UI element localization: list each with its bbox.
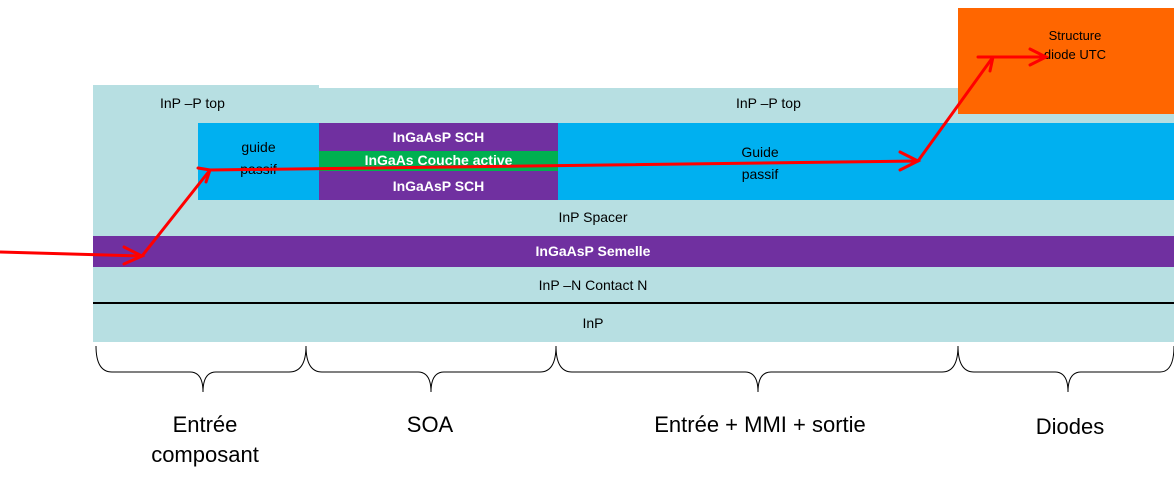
contact-layer (93, 267, 1174, 303)
spacer-label: InP Spacer (558, 209, 628, 225)
sch-bottom-label: InGaAsP SCH (392, 178, 485, 194)
light-path-arrow (0, 55, 1046, 258)
utc-diode-line2: diode UTC (1043, 47, 1107, 62)
active-label: InGaAs Couche active (364, 152, 513, 168)
guide-passif-left (198, 123, 319, 200)
section-entree-line2: composant (151, 442, 259, 467)
guide-passif-right-line1: Guide (741, 144, 779, 160)
section-entree-line1: Entrée (172, 412, 238, 437)
arrowhead-5 (1028, 47, 1050, 67)
arrowhead-1 (122, 245, 146, 266)
guide-passif-right-line2: passif (741, 166, 779, 182)
guide-passif-right-label: Guide passif (700, 141, 820, 185)
spacer-layer (93, 200, 1174, 236)
arrowhead-4 (976, 55, 995, 73)
arrowheads (122, 47, 1050, 266)
semelle-label: InGaAsP Semelle (535, 243, 651, 259)
section-entree-label: Entrée composant (120, 410, 290, 470)
brace-soa (305, 345, 557, 393)
brace-entree (95, 345, 307, 393)
utc-diode-structure (958, 8, 1174, 114)
substrate-label: InP (582, 315, 604, 331)
section-soa-label: SOA (406, 412, 454, 437)
section-diodes-label: Diodes (1035, 414, 1105, 439)
section-mmi-label: Entrée + MMI + sortie (654, 412, 866, 437)
semelle-layer (93, 236, 1174, 267)
section-braces (95, 345, 1174, 393)
contact-separator-line (93, 302, 1174, 304)
inp-p-top-left-label: InP –P top (160, 95, 225, 111)
brace-mmi (555, 345, 959, 393)
inp-p-top-right-label: InP –P top (736, 95, 801, 111)
guide-passif-left-line1: guide (241, 139, 276, 155)
sch-bottom-layer (319, 171, 558, 200)
sch-top-layer (319, 123, 558, 151)
contact-label: InP –N Contact N (538, 277, 648, 293)
arrowhead-2 (196, 166, 212, 184)
sch-top-label: InGaAsP SCH (392, 129, 485, 145)
utc-diode-label: Structure diode UTC (1010, 26, 1140, 64)
brace-diodes (957, 345, 1174, 393)
utc-diode-line1: Structure (1048, 28, 1102, 43)
arrowhead-3 (898, 150, 922, 172)
substrate-layer (93, 304, 1174, 342)
